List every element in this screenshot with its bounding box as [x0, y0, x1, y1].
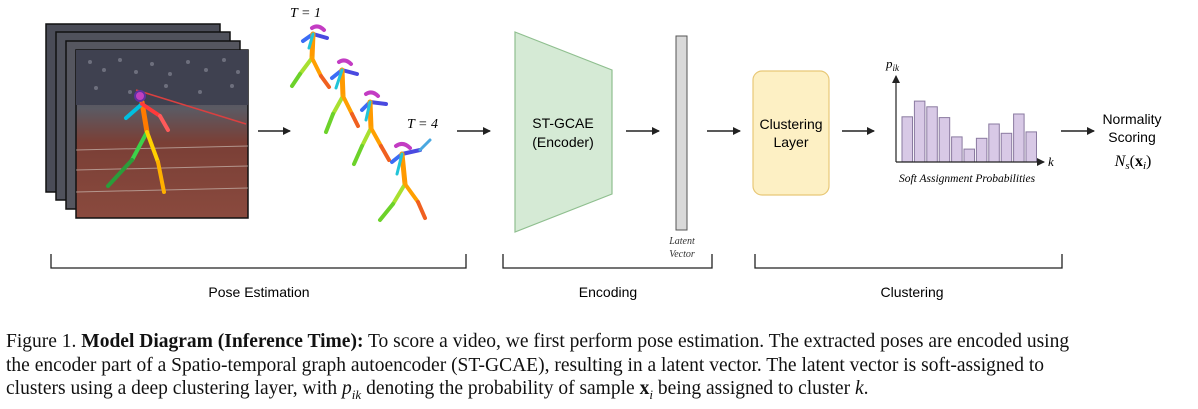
runner-skeleton: [106, 90, 170, 194]
normality-scoring-output: Normality Scoring Ns(xi): [1102, 111, 1161, 172]
pose-skeleton-1: [290, 24, 331, 89]
stage-brackets: [50, 254, 1063, 269]
encoder-label-line1: ST-GCAE: [532, 115, 593, 131]
latent-label-line2: Vector: [669, 249, 695, 260]
pose-skeleton-4: [378, 138, 432, 222]
latent-vector: Latent Vector: [668, 35, 695, 260]
clustering-label-line1: Clustering: [759, 116, 822, 132]
soft-assignment-histogram: pik k Soft Assignment Probabilities: [885, 56, 1054, 185]
caption-line-2: the encoder part of a Spatio-temporal gr…: [6, 354, 1045, 376]
caption-line3-c: being assigned to cluster: [657, 378, 851, 399]
encoder-trapezoid: [514, 31, 613, 233]
histogram-bars: [901, 100, 1037, 163]
clustering-layer: Clustering Layer: [752, 70, 830, 196]
pose-skeleton-2: [324, 58, 360, 134]
histogram-bar-10: [1013, 113, 1025, 163]
caption-line-1: Figure 1. Model Diagram (Inference Time)…: [6, 330, 1194, 354]
caption-title: Model Diagram (Inference Time):: [81, 331, 364, 352]
output-label-line1: Normality: [1102, 111, 1161, 127]
time-label-start: T = 1: [290, 6, 321, 21]
time-label-end: T = 4: [407, 117, 438, 132]
hist-caption: Soft Assignment Probabilities: [899, 173, 1036, 185]
bracket-label-pose: Pose Estimation: [208, 284, 309, 300]
histogram-bar-8: [988, 123, 1000, 163]
bracket-clustering: [754, 254, 1063, 269]
histogram-bar-1: [901, 116, 913, 163]
latent-label-line1: Latent: [668, 236, 695, 247]
output-formula: Ns(xi): [1114, 153, 1152, 172]
histogram-bar-11: [1025, 131, 1037, 163]
encoder-label-line2: (Encoder): [532, 134, 593, 150]
bracket-label-encoding: Encoding: [579, 284, 637, 300]
output-label-line2: Scoring: [1108, 129, 1155, 145]
caption-line3-end: .: [863, 378, 869, 399]
hist-y-label: pik: [885, 56, 900, 73]
latent-vector-bar: [675, 35, 688, 231]
model-diagram: T = 1 T = 4: [45, 6, 1162, 300]
encoder-block: ST-GCAE (Encoder): [514, 31, 613, 233]
caption-line1-text: To score a video, we first perform pose …: [367, 331, 1070, 352]
clustering-box: [752, 70, 830, 196]
caption-line3-b: denoting the probability of sample: [366, 378, 635, 399]
histogram-bar-7: [975, 137, 988, 163]
histogram-bar-5: [951, 136, 963, 163]
caption-fig-label: Figure 1.: [6, 331, 77, 352]
pose-skeleton-3: [352, 90, 391, 166]
caption-line3-a: clusters using a deep clustering layer, …: [6, 378, 338, 399]
video-frame-stack: [45, 23, 249, 219]
bracket-pose-estimation: [50, 254, 467, 269]
pose-skeleton-sequence: [290, 24, 432, 222]
histogram-bar-2: [913, 100, 926, 163]
histogram-bar-4: [938, 117, 951, 163]
bracket-label-clustering: Clustering: [880, 284, 943, 300]
histogram-bar-6: [963, 148, 975, 163]
bracket-encoding: [502, 254, 713, 269]
caption-xi: x: [639, 378, 650, 399]
caption-pik: pik: [342, 378, 362, 402]
hist-x-label: k: [1048, 154, 1054, 169]
caption-line-3: clusters using a deep clustering layer, …: [6, 378, 869, 402]
clustering-label-line2: Layer: [773, 134, 808, 150]
figure-caption: Figure 1. Model Diagram (Inference Time)…: [6, 330, 1194, 406]
histogram-bar-3: [926, 106, 938, 163]
video-frame-front: [75, 49, 249, 219]
histogram-bar-9: [1000, 132, 1013, 163]
caption-k: k: [854, 378, 864, 399]
